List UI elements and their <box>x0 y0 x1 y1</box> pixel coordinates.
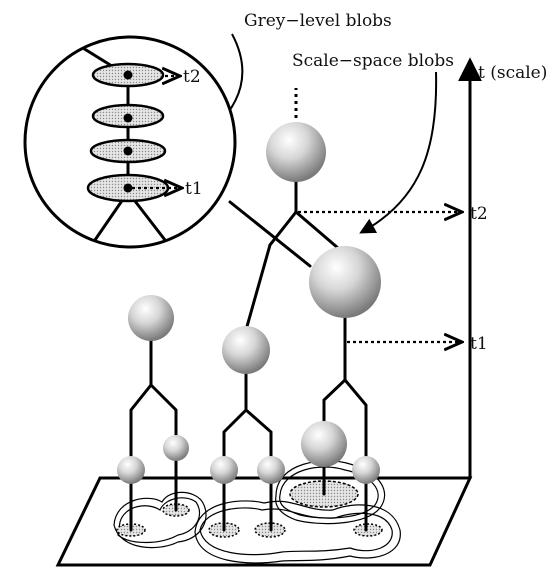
scale-space-arrow <box>359 71 438 234</box>
grey-level-blobs-label: Grey−level blobs <box>244 11 392 31</box>
sphere-left-upper <box>128 295 174 341</box>
inset-t2-label: t2 <box>183 67 201 87</box>
plane-stems <box>129 458 368 532</box>
tree-edges <box>129 88 368 460</box>
sphere-small-4 <box>257 456 285 484</box>
magnify-connector <box>228 200 312 268</box>
t1-label: t1 <box>470 334 488 354</box>
sphere-large <box>309 246 381 318</box>
sphere-small-2 <box>117 456 145 484</box>
sphere-top <box>266 122 326 182</box>
plane-contours <box>113 460 401 564</box>
scale-space-blobs-label: Scale−space blobs <box>292 51 454 71</box>
scale-space-spheres <box>117 122 381 484</box>
t-axis-label: t (scale) <box>478 63 547 83</box>
sphere-small-3 <box>210 456 238 484</box>
inset-magnifier <box>23 35 237 249</box>
inset-t1-label: t1 <box>185 179 203 199</box>
sphere-small-5 <box>352 456 380 484</box>
t2-label: t2 <box>470 204 488 224</box>
sphere-middle-upper <box>222 326 270 374</box>
sphere-right-lower <box>301 421 347 467</box>
sphere-small-1 <box>163 435 189 461</box>
